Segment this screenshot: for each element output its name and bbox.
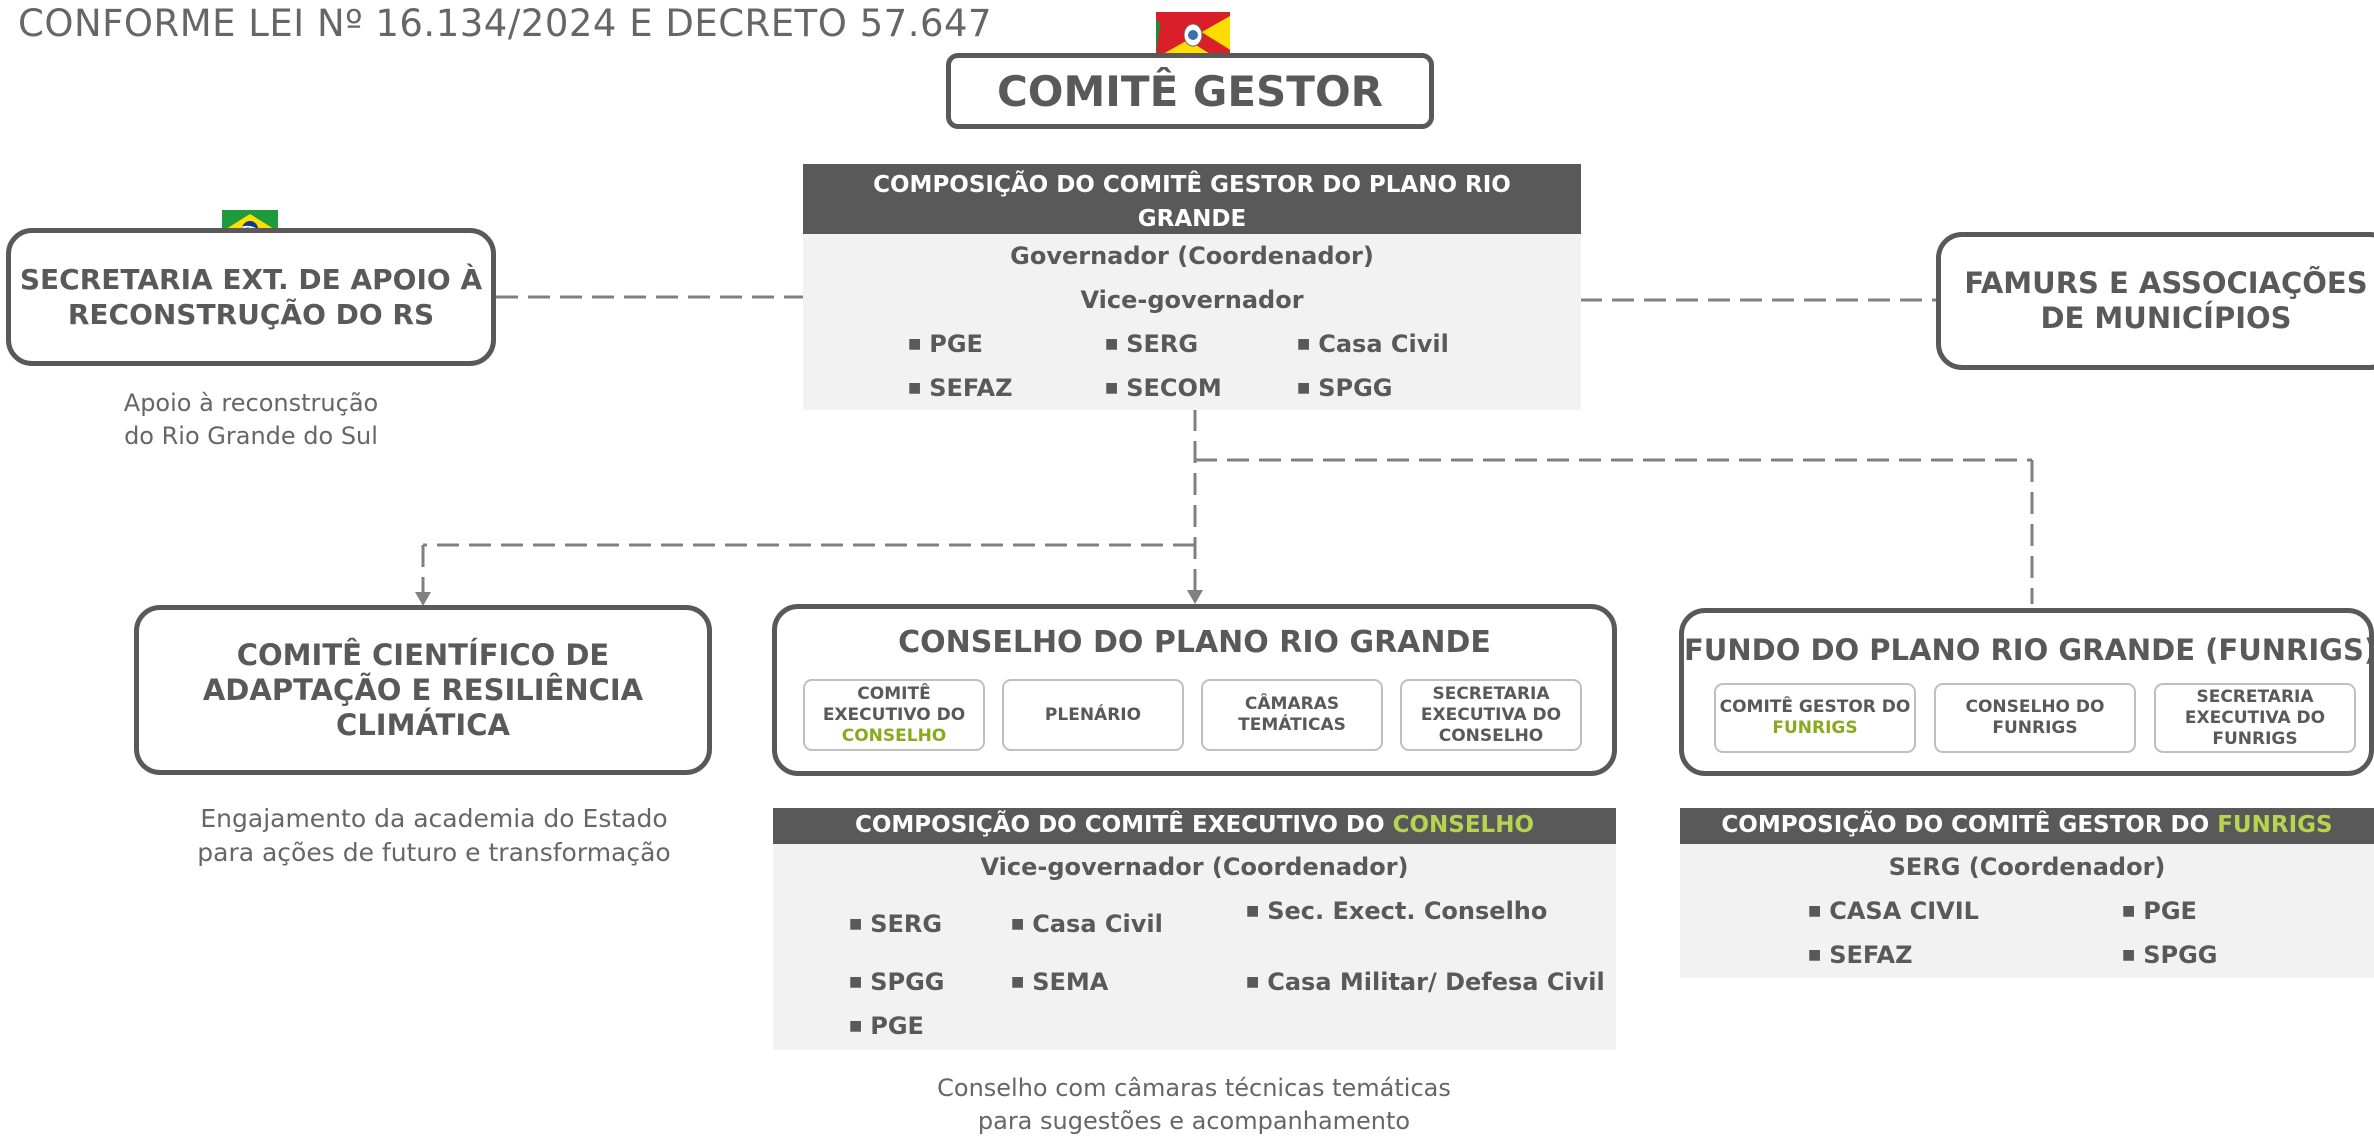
comite-cientifico-box: COMITÊ CIENTÍFICO DE ADAPTAÇÃO E RESILIÊ… [134, 605, 712, 775]
funrigs-sub-comite-gestor: COMITÊ GESTOR DO FUNRIGS [1714, 683, 1916, 753]
secretaria-box: SECRETARIA EXT. DE APOIO À RECONSTRUÇÃO … [6, 228, 496, 366]
conselho-sub-secretaria: SECRETARIA EXECUTIVA DO CONSELHO [1400, 679, 1582, 751]
conselho-member-item: ■Casa Militar/ Defesa Civil [1246, 968, 1605, 996]
conselho-sub-camaras: CÂMARAS TEMÁTICAS [1201, 679, 1383, 751]
funrigs-composition-header: COMPOSIÇÃO DO COMITÊ GESTOR DO FUNRIGS [1680, 808, 2374, 844]
funrigs-member-item: ■SPGG [2122, 941, 2218, 969]
conselho-member-item: ■SPGG [849, 968, 945, 996]
famurs-title-line: DE MUNICÍPIOS [2040, 301, 2292, 335]
funrigs-sub-secretaria: SECRETARIA EXECUTIVA DO FUNRIGS [2154, 683, 2356, 753]
funrigs-coordinator: SERG (Coordenador) [1888, 853, 2166, 881]
conselho-sub-comite-executivo: COMITÊ EXECUTIVO DO CONSELHO [803, 679, 985, 751]
gestor-member-item: ■SERG [1105, 330, 1199, 358]
funrigs-box: FUNDO DO PLANO RIO GRANDE (FUNRIGS) COMI… [1679, 608, 2374, 776]
conselho-caption: Conselho com câmaras técnicas temáticas … [937, 1074, 1451, 1135]
gestor-composition-panel: COMPOSIÇÃO DO COMITÊ GESTOR DO PLANO RIO… [803, 164, 1581, 410]
law-reference: CONFORME LEI Nº 16.134/2024 E DECRETO 57… [18, 2, 993, 45]
conselho-member-item: ■SERG [849, 910, 943, 938]
gestor-composition-header: COMPOSIÇÃO DO COMITÊ GESTOR DO PLANO RIO… [803, 164, 1581, 234]
cientifico-title-line: ADAPTAÇÃO E RESILIÊNCIA [202, 672, 644, 707]
gestor-member-item: ■PGE [908, 330, 983, 358]
page-title: COMITÊ GESTOR [946, 53, 1434, 129]
rio-grande-do-sul-flag-icon [1156, 12, 1230, 58]
secretaria-title-line: SECRETARIA EXT. DE APOIO À [19, 263, 483, 296]
funrigs-composition-panel: COMPOSIÇÃO DO COMITÊ GESTOR DO FUNRIGS S… [1680, 808, 2374, 978]
funrigs-member-item: ■SEFAZ [1808, 941, 1913, 969]
conselho-member-item: ■Sec. Exect. Conselho [1246, 897, 1548, 925]
conselho-box: CONSELHO DO PLANO RIO GRANDE COMITÊ EXEC… [772, 604, 1617, 776]
secretaria-caption: Apoio à reconstrução do Rio Grande do Su… [123, 389, 379, 450]
famurs-title-line: FAMURS E ASSOCIAÇÕES [1964, 266, 2368, 300]
arrowhead-cientifico [415, 592, 431, 606]
conselho-member-item: ■PGE [849, 1012, 924, 1040]
funrigs-title: FUNDO DO PLANO RIO GRANDE (FUNRIGS) [1684, 633, 2374, 667]
conselho-title: CONSELHO DO PLANO RIO GRANDE [898, 625, 1491, 660]
arrowhead-conselho [1187, 590, 1203, 604]
gestor-vice: Vice-governador [1080, 286, 1304, 314]
conselho-member-item: ■SEMA [1011, 968, 1109, 996]
secretaria-title-line: RECONSTRUÇÃO DO RS [67, 298, 435, 331]
conselho-composition-header: COMPOSIÇÃO DO COMITÊ EXECUTIVO DO CONSEL… [773, 808, 1616, 844]
conselho-coordinator: Vice-governador (Coordenador) [980, 853, 1409, 881]
cientifico-title-line: CLIMÁTICA [336, 707, 510, 742]
cientifico-caption: Engajamento da academia do Estado para a… [197, 804, 671, 867]
funrigs-sub-conselho: CONSELHO DO FUNRIGS [1934, 683, 2136, 753]
conselho-composition-panel: COMPOSIÇÃO DO COMITÊ EXECUTIVO DO CONSEL… [773, 808, 1616, 1050]
gestor-member-item: ■SECOM [1105, 374, 1222, 402]
gestor-coordinator: Governador (Coordenador) [1010, 242, 1374, 270]
funrigs-member-item: ■CASA CIVIL [1808, 897, 1979, 925]
conselho-sub-plenario: PLENÁRIO [1002, 679, 1184, 751]
funrigs-member-item: ■PGE [2122, 897, 2197, 925]
gestor-member-item: ■Casa Civil [1297, 330, 1449, 358]
gestor-member-item: ■SEFAZ [908, 374, 1013, 402]
cientifico-title-line: COMITÊ CIENTÍFICO DE [236, 637, 610, 672]
famurs-box: FAMURS E ASSOCIAÇÕES DE MUNICÍPIOS [1936, 232, 2374, 370]
conselho-member-item: ■Casa Civil [1011, 910, 1163, 938]
gestor-member-item: ■SPGG [1297, 374, 1393, 402]
